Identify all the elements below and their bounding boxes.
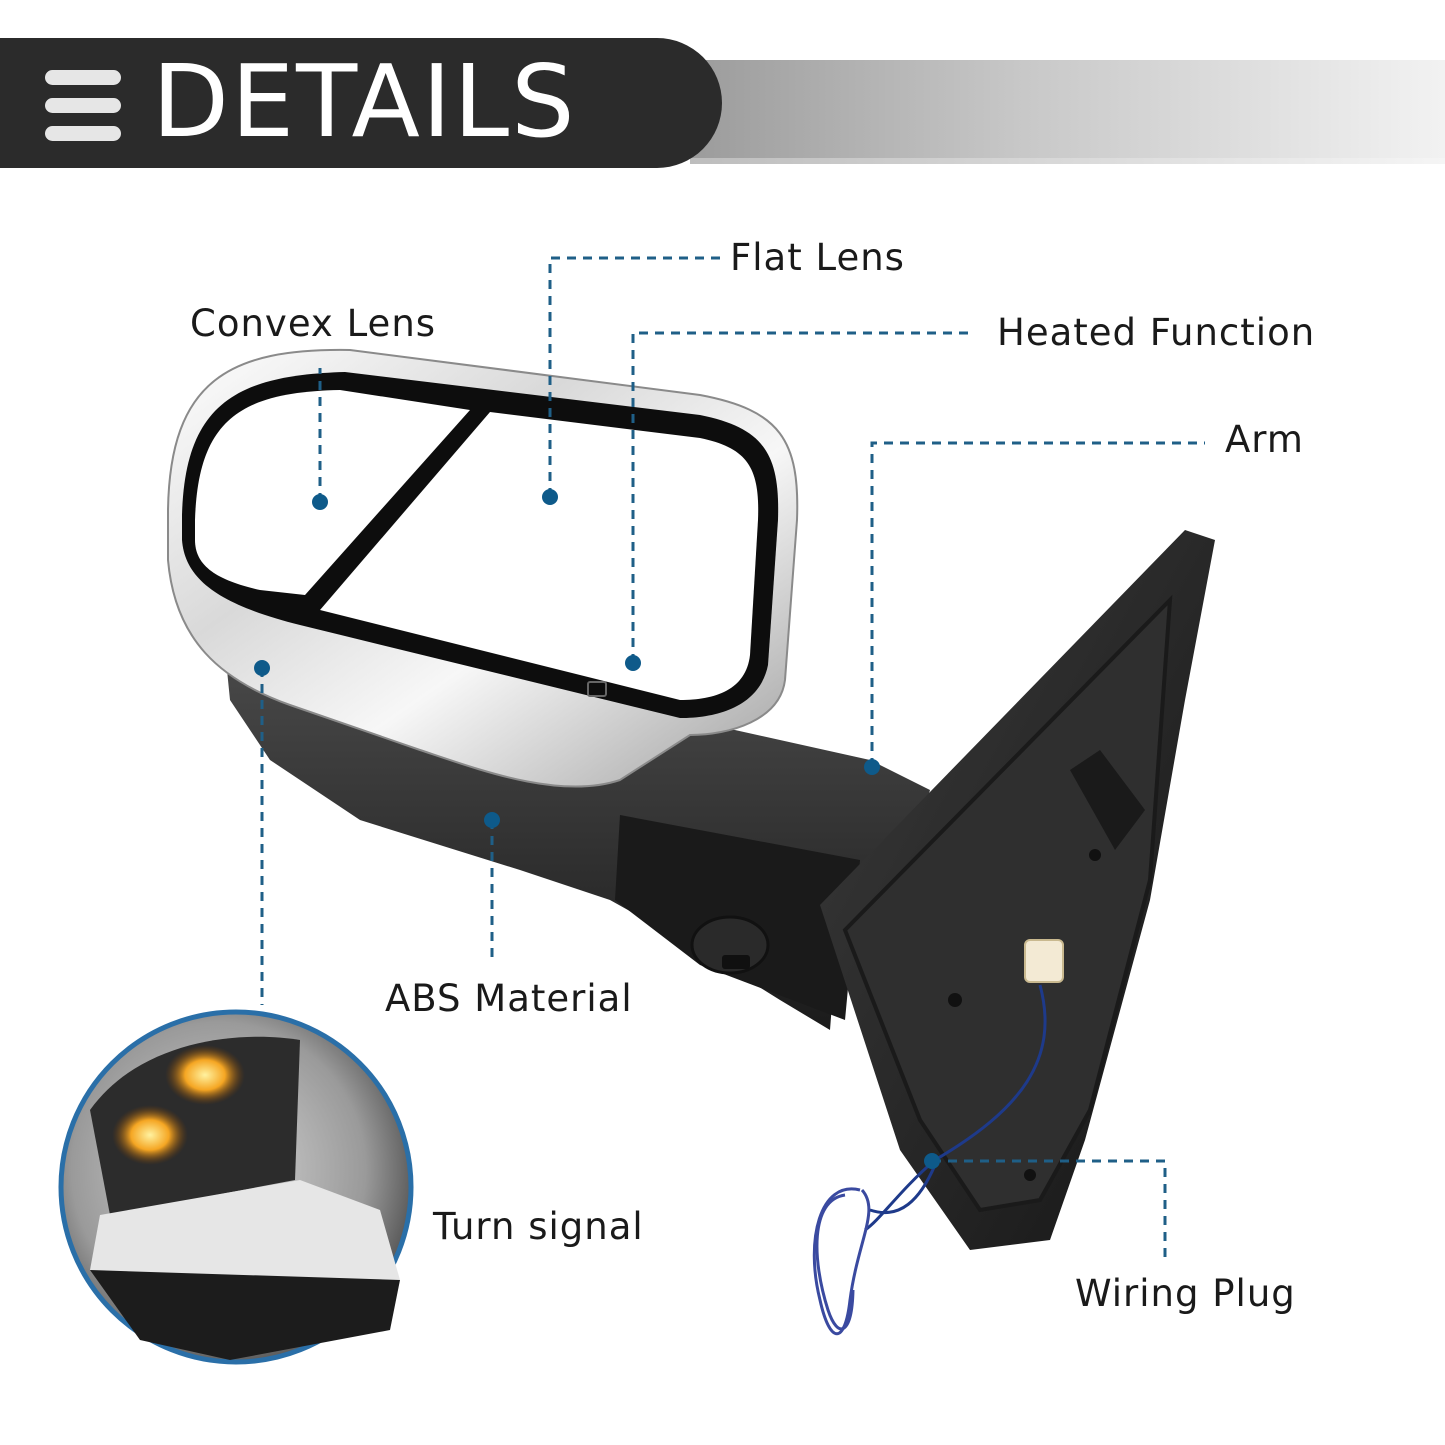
- heated-function-dot: [625, 655, 641, 671]
- turn-signal-zoom: [58, 1009, 414, 1365]
- turn-signal-label: Turn signal: [433, 1205, 644, 1248]
- mirror-head: [167, 348, 799, 788]
- mirror-arm: [225, 650, 930, 1030]
- hamburger-icon: [45, 70, 121, 142]
- wiring-plug-dot: [924, 1153, 940, 1169]
- mounting-plate: [820, 530, 1215, 1250]
- flat-lens-label: Flat Lens: [730, 236, 905, 279]
- wire-coil: [812, 1164, 937, 1335]
- leader-lines: [260, 256, 1205, 1262]
- heated-function-label: Heated Function: [997, 311, 1316, 354]
- abs-material-label: ABS Material: [385, 977, 633, 1020]
- header-fade-band: [680, 60, 1445, 158]
- convex-lens-label: Convex Lens: [190, 302, 437, 345]
- convex-lens-dot: [312, 494, 328, 510]
- header-underline: [690, 158, 1445, 164]
- callout-dots: [254, 489, 940, 1169]
- flat-lens-dot: [542, 489, 558, 505]
- arm-label: Arm: [1225, 418, 1304, 461]
- wiring-plug-label: Wiring Plug: [1075, 1272, 1296, 1315]
- abs-material-dot: [484, 812, 500, 828]
- page-title: DETAILS: [152, 43, 577, 160]
- arm-dot: [864, 759, 880, 775]
- turn-signal-dot: [254, 660, 270, 676]
